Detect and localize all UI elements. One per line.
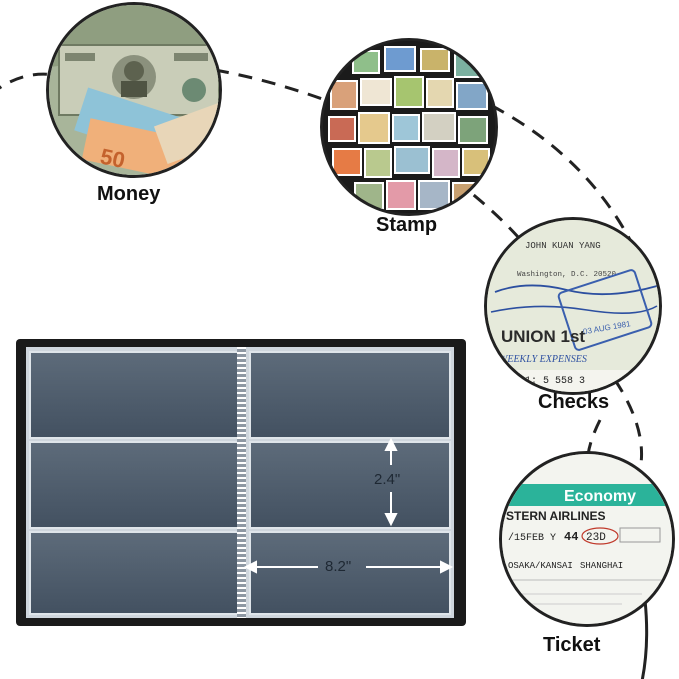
checks-label: Checks <box>538 391 610 413</box>
album <box>16 339 466 626</box>
ticket-to-text: SHANGHAI <box>580 561 623 571</box>
width-dimension-label: 8.2" <box>325 558 352 575</box>
ticket-from-text: OSAKA/KANSAI <box>508 561 573 571</box>
ticket-seat-text: 23D <box>586 532 606 544</box>
check-name-text: JOHN KUAN YANG <box>525 241 601 251</box>
ticket-class-text: Y <box>550 533 556 544</box>
airline-name-text: STERN AIRLINES <box>506 509 606 523</box>
ticket-circle: Economy STERN AIRLINES /15FEB Y 44 23D O… <box>499 451 675 627</box>
check-address-text: Washington, D.C. 20520 <box>517 271 617 279</box>
height-dimension-label: 2.4" <box>374 471 401 488</box>
checks-circle: JOHN KUAN YANG Washington, D.C. 20520 03… <box>484 217 662 395</box>
money-circle: 50 <box>46 2 222 178</box>
check-memo-text: WEEKLY EXPENSES <box>499 354 587 365</box>
album-left-page <box>26 347 244 618</box>
sleeve-pocket[interactable] <box>29 531 239 615</box>
economy-banner-text: Economy <box>564 488 636 505</box>
euro-fifty-text: 50 <box>98 144 127 174</box>
money-label: Money <box>97 183 161 205</box>
check-illustration: JOHN KUAN YANG Washington, D.C. 20520 03… <box>487 220 659 392</box>
stamp-label: Stamp <box>376 214 438 236</box>
album-right-page <box>246 347 454 618</box>
svg-text:0431: 5 558 3: 0431: 5 558 3 <box>507 376 585 387</box>
ticket-flight-text: 44 <box>564 530 578 544</box>
sleeve-pocket[interactable] <box>249 441 451 529</box>
sleeve-pocket[interactable] <box>249 531 451 615</box>
money-illustration: 50 <box>49 5 219 175</box>
union-first-logo-text: UNION 1st <box>501 327 585 346</box>
sleeve-pocket[interactable] <box>249 351 451 439</box>
sleeve-pocket[interactable] <box>29 441 239 529</box>
ticket-illustration: Economy STERN AIRLINES /15FEB Y 44 23D O… <box>502 454 672 624</box>
sleeve-pocket[interactable] <box>29 351 239 439</box>
ticket-label: Ticket <box>543 634 601 656</box>
ticket-date-text: /15FEB <box>508 532 544 544</box>
album-spine <box>237 347 247 618</box>
